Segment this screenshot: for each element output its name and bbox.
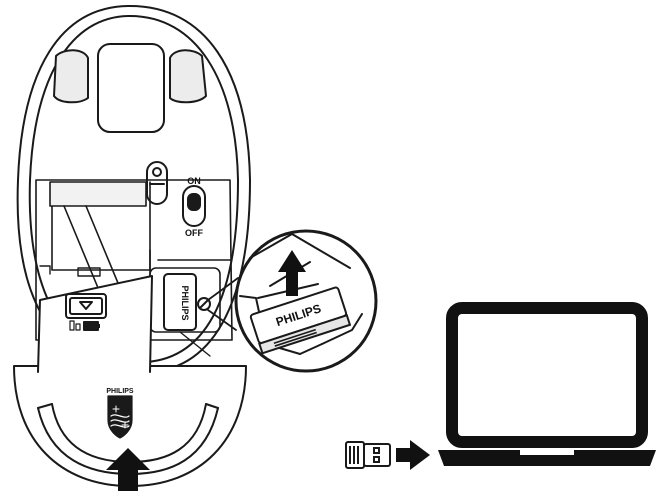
cover-brand-text: PHILIPS (106, 388, 134, 395)
sensor-window (97, 43, 165, 133)
eject-triangle-icon (79, 301, 93, 310)
laptop-icon (438, 302, 656, 466)
philips-shield-logo (107, 395, 133, 439)
switch-off-label: OFF (185, 228, 203, 238)
battery-icon (83, 321, 99, 331)
stored-receiver (163, 273, 197, 331)
power-switch (182, 185, 206, 227)
mouse-foot-right (169, 49, 207, 104)
receiver-brand-text: PHILIPS (180, 285, 190, 320)
arrow-right-icon (396, 440, 430, 470)
zoomed-receiver: PHILIPS (249, 286, 352, 355)
mouse-foot-left (53, 49, 89, 104)
usb-receiver-icon (345, 441, 391, 469)
receiver-slot (149, 267, 221, 357)
sensor-lens (146, 161, 168, 205)
battery-compartment (35, 179, 233, 341)
eject-button (65, 293, 107, 319)
arrow-up-icon (278, 250, 306, 296)
switch-on-label: ON (187, 176, 201, 186)
arrow-up-icon (106, 448, 150, 491)
